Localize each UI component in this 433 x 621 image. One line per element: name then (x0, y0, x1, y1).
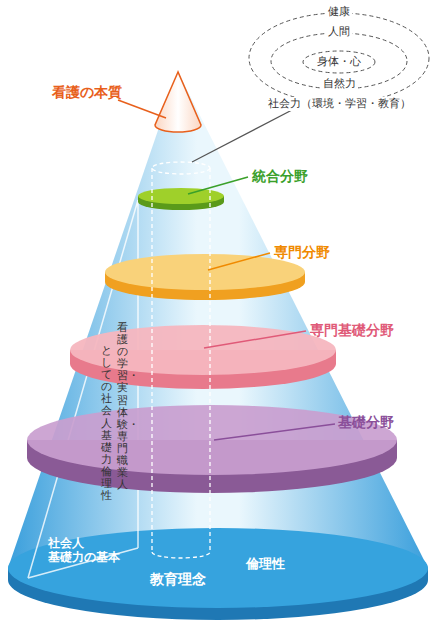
area-label: 専門分野 (274, 244, 330, 261)
leader-line (204, 331, 306, 348)
leader-line (188, 177, 248, 194)
plane-lines (28, 200, 138, 578)
dashed-cylinder (152, 162, 210, 558)
ellipse-label: 社会力（環境・学習・教育） (266, 97, 413, 110)
area-label: 専門基礎分野 (310, 322, 394, 339)
essence-tip (155, 72, 201, 132)
dashed-ellipse: 身体・心 (302, 50, 376, 74)
base-face (8, 528, 428, 608)
leader-line (192, 110, 292, 162)
specialty-disc (105, 254, 305, 300)
integration-disc (138, 188, 224, 210)
vertical-note: としての社会人基礎力・倫理性 (101, 345, 112, 502)
leader-line (118, 100, 166, 118)
area-label: 教育理念 (150, 571, 206, 588)
cone-body (8, 72, 428, 608)
ellipse-label: 自然力 (321, 77, 358, 90)
area-label: 統合分野 (252, 168, 308, 185)
area-label: 看護の本質 (52, 84, 122, 101)
ellipse-label: 人間 (326, 25, 352, 38)
dashed-ellipse: 人間自然力身体・心 (270, 32, 408, 90)
ellipse-label: 健康 (326, 5, 352, 18)
foundation-disc (27, 405, 397, 493)
area-label: 基礎分野 (338, 414, 394, 431)
area-label: 社会人 基礎力の基本 (48, 536, 140, 565)
leader-line (214, 424, 335, 440)
area-label: 倫理性 (246, 556, 285, 572)
vertical-note: 看護の学習・実習体験・専門職業人 (117, 322, 128, 491)
leader-line (208, 253, 270, 270)
ellipse-label: 身体・心 (315, 55, 363, 68)
dashed-ellipse: 健康社会力（環境・学習・教育）人間自然力身体・心 (248, 12, 430, 104)
